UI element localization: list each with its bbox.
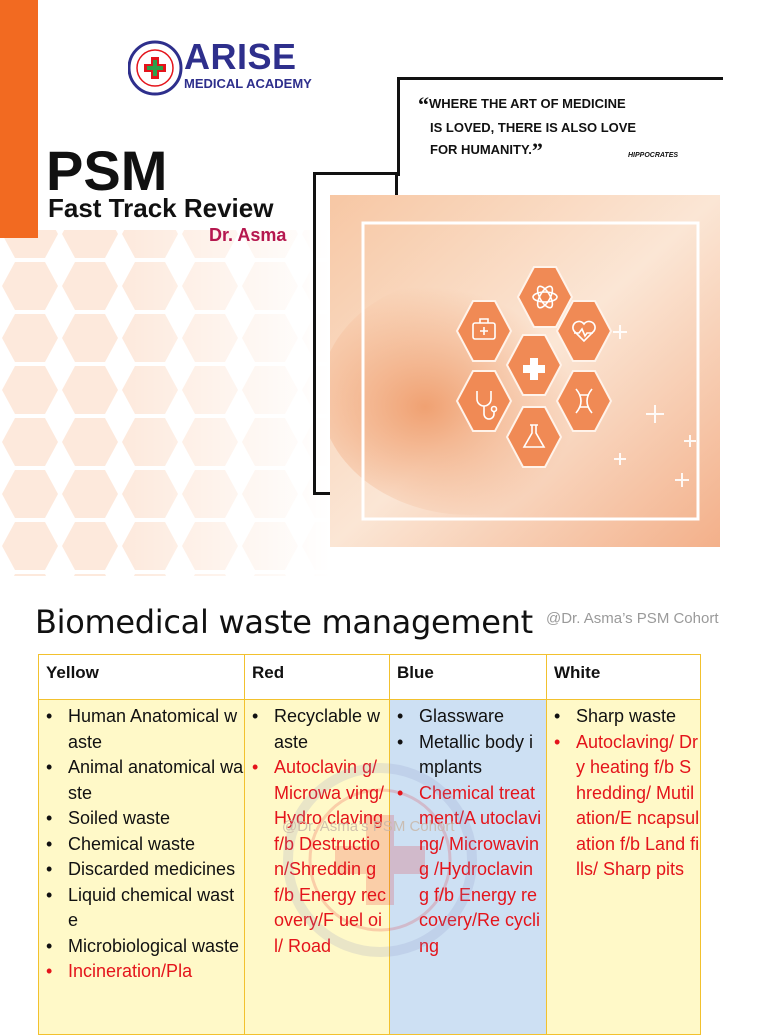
white-cell: Sharp waste Autoclaving/ Dry heating f/b…	[546, 699, 701, 1035]
list-item: Human Anatomical waste	[39, 704, 244, 755]
waste-category-table: Yellow Red Blue White Human Anatomical w…	[38, 654, 701, 1035]
quote-line-1: WHERE THE ART OF MEDICINE	[429, 96, 626, 111]
list-item: Liquid chemical waste	[39, 883, 244, 934]
quote-line-2: IS LOVED, THERE IS ALSO LOVE	[430, 120, 637, 135]
course-title: PSM	[46, 139, 168, 202]
yellow-cell: Human Anatomical waste Animal anatomical…	[38, 699, 245, 1035]
yellow-list: Human Anatomical waste Animal anatomical…	[39, 704, 244, 985]
frame-line-bottom	[313, 492, 330, 495]
list-item: Incineration/Pla	[39, 959, 244, 985]
close-quote-icon: ”	[531, 138, 543, 163]
open-quote-icon: “	[418, 92, 429, 117]
blue-cell: Glassware Metallic body implants Chemica…	[389, 699, 547, 1035]
dna-icon	[575, 388, 593, 414]
list-item: Microbiological waste	[39, 934, 244, 960]
medical-kit-icon	[472, 318, 496, 340]
medical-hexagon-image	[330, 195, 720, 547]
cohort-watermark: @Dr. Asma’s PSM Cohort	[546, 610, 719, 627]
course-subtitle: Fast Track Review	[48, 193, 274, 223]
list-item: Metallic body implants	[390, 730, 546, 781]
header-white: White	[546, 654, 701, 700]
header-blue: Blue	[389, 654, 547, 700]
frame-line-top	[313, 172, 398, 175]
header-red: Red	[244, 654, 390, 700]
cover-slide: ARISE MEDICAL ACADEMY PSM Fast Track Rev…	[0, 0, 723, 576]
overlay-watermark: @Dr. Asma’s PSM Cohort	[282, 818, 455, 835]
red-list: Recyclable waste Autoclavin g/Microwa vi…	[245, 704, 389, 959]
atom-icon	[532, 285, 558, 309]
list-item: Chemical waste	[39, 832, 244, 858]
brand-name: ARISE	[184, 36, 297, 77]
list-item: Recyclable waste	[245, 704, 389, 755]
list-item: Discarded medicines	[39, 857, 244, 883]
arise-logo-icon	[128, 40, 183, 96]
table-header-row: Yellow Red Blue White	[38, 654, 701, 700]
quote-line-3: FOR HUMANITY.	[430, 142, 532, 157]
author-name: Dr. Asma	[209, 225, 287, 245]
flask-icon	[522, 424, 546, 448]
list-item: Glassware	[390, 704, 546, 730]
white-list: Sharp waste Autoclaving/ Dry heating f/b…	[547, 704, 700, 883]
brand-subtitle: MEDICAL ACADEMY	[184, 76, 312, 91]
list-item: Sharp waste	[547, 704, 700, 730]
list-item: Autoclaving/ Dry heating f/b Shredding/ …	[547, 730, 700, 883]
plus-icon	[523, 358, 545, 380]
list-item: Animal anatomical waste	[39, 755, 244, 806]
frame-line-left	[313, 172, 316, 495]
quote-author: HIPPOCRATES	[628, 152, 679, 159]
blue-list: Glassware Metallic body implants Chemica…	[390, 704, 546, 959]
slide-title: Biomedical waste management	[35, 603, 533, 641]
hexagon-pattern-background	[0, 230, 330, 576]
decorative-crosses	[613, 325, 696, 487]
quote-text: “WHERE THE ART OF MEDICINE IS LOVED, THE…	[418, 92, 708, 164]
accent-bar	[0, 0, 38, 238]
table-body-row: Human Anatomical waste Animal anatomical…	[38, 699, 701, 1035]
header-yellow: Yellow	[38, 654, 245, 700]
quote-frame	[397, 77, 723, 176]
stethoscope-icon	[476, 391, 498, 420]
red-cell: Recyclable waste Autoclavin g/Microwa vi…	[244, 699, 390, 1035]
list-item: Chemical treatment/A utoclaving/ Microwa…	[390, 781, 546, 960]
frame-line-joint	[395, 172, 398, 195]
heart-pulse-icon	[572, 320, 596, 343]
list-item: Soiled waste	[39, 806, 244, 832]
list-item: Autoclavin g/Microwa ving/Hydro claving …	[245, 755, 389, 959]
